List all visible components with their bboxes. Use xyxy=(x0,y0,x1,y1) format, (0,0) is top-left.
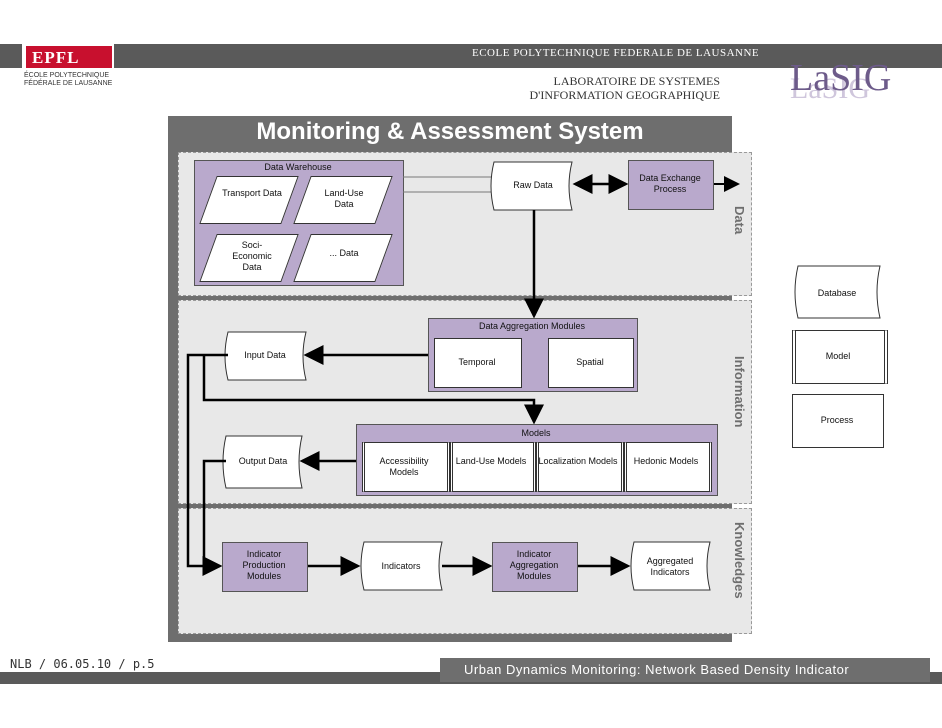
model-hedonic xyxy=(624,442,712,492)
footer-title: Urban Dynamics Monitoring: Network Based… xyxy=(440,658,930,682)
temporal-label: Temporal xyxy=(458,357,496,367)
model-localization xyxy=(536,442,624,492)
indicators-label: Indicators xyxy=(381,561,421,571)
data-aggregation-title: Data Aggregation Modules xyxy=(478,321,586,331)
indicator-production-modules xyxy=(222,542,308,592)
warehouse-item-socio-economic: Soci-Economic Data xyxy=(232,240,272,272)
legend-model-label: Model xyxy=(825,351,851,361)
data-exchange-label: Data Exchange Process xyxy=(639,173,701,194)
epfl-logo-text: EPFL xyxy=(32,48,80,67)
indicators-shape xyxy=(360,541,443,591)
epfl-logo: EPFL xyxy=(22,40,114,70)
raw-data-shape xyxy=(490,161,573,211)
model-land-use-label: Land-Use Models xyxy=(455,456,527,466)
output-data-shape xyxy=(222,435,303,489)
input-data-label: Input Data xyxy=(244,350,286,360)
model-land-use xyxy=(450,442,536,492)
indicator-production-label: Indicator Production Modules xyxy=(242,549,286,581)
temporal-module xyxy=(434,338,522,388)
model-accessibility-label: Accessibility Models xyxy=(379,456,429,477)
indicator-aggregation-label: Indicator Aggregation Modules xyxy=(509,549,559,581)
model-hedonic-label: Hedonic Models xyxy=(633,456,699,466)
legend-model-box xyxy=(792,330,888,384)
epfl-subtitle: ÉCOLE POLYTECHNIQUE FÉDÉRALE DE LAUSANNE xyxy=(24,72,113,87)
legend-process-label: Process xyxy=(820,415,854,425)
legend-database-label: Database xyxy=(817,288,857,298)
model-accessibility xyxy=(362,442,450,492)
legend-process-box xyxy=(792,394,884,448)
layer-label-data: Data xyxy=(732,206,747,235)
aggregated-indicators-label: Aggregated Indicators xyxy=(646,556,694,577)
school-name: ECOLE POLYTECHNIQUE FEDERALE DE LAUSANNE xyxy=(472,47,760,59)
aggregated-indicators-shape xyxy=(630,541,711,591)
lasig-logo: LaSIG xyxy=(790,57,892,99)
data-warehouse-title: Data Warehouse xyxy=(264,162,332,172)
output-data-label: Output Data xyxy=(238,456,288,466)
warehouse-item-other: ... Data xyxy=(329,248,359,258)
model-localization-label: Localization Models xyxy=(538,456,618,466)
indicator-aggregation-modules xyxy=(492,542,578,592)
layer-label-knowledges: Knowledges xyxy=(732,522,747,599)
header-band xyxy=(0,44,942,68)
warehouse-item-land-use: Land-Use Data xyxy=(324,188,364,209)
raw-data-label: Raw Data xyxy=(513,180,553,190)
lab-name: LABORATOIRE DE SYSTEMES D'INFORMATION GE… xyxy=(529,74,721,102)
footer-slide-info: NLB / 06.05.10 / p.5 xyxy=(10,657,155,671)
warehouse-item-transport: Transport Data xyxy=(222,188,282,198)
models-title: Models xyxy=(521,428,551,438)
layer-label-information: Information xyxy=(732,356,747,428)
data-exchange-process xyxy=(628,160,714,210)
legend-database-shape xyxy=(794,265,881,319)
spatial-module xyxy=(548,338,634,388)
diagram-title: Monitoring & Assessment System xyxy=(256,118,644,145)
lasig-logo-shadow: LaSIG xyxy=(790,72,870,105)
spatial-label: Spatial xyxy=(576,357,604,367)
input-data-shape xyxy=(224,331,307,381)
